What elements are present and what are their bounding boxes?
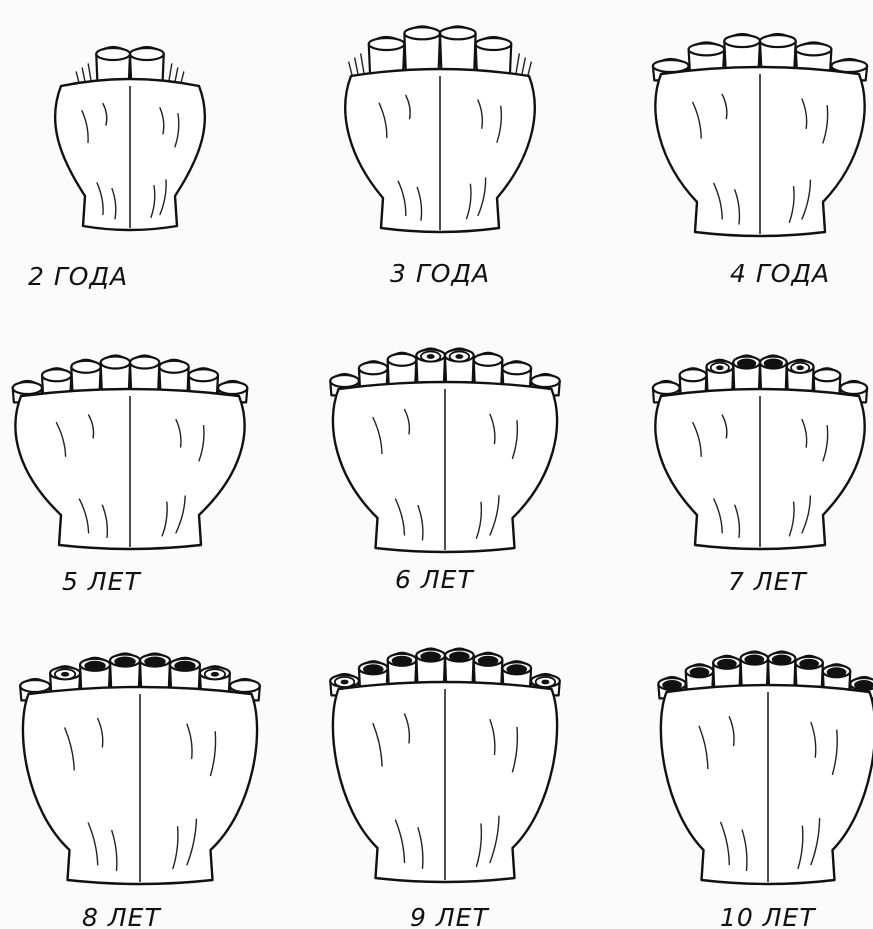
incisor-panel-6 — [653, 356, 867, 549]
dental-cup-dark — [84, 661, 106, 671]
incisor-panel-7 — [20, 654, 260, 884]
dental-cup-dark — [144, 657, 166, 667]
caption-panel-1: 2 ГОДА — [28, 262, 128, 291]
incisor-tooth — [733, 356, 760, 393]
caption-panel-8: 9 ЛЕТ — [410, 903, 489, 929]
incisor-tooth — [416, 349, 445, 386]
dental-cup-dark — [114, 657, 136, 667]
incisor-panel-3 — [653, 34, 867, 236]
incisor-tooth — [130, 356, 159, 393]
dental-cup-dark — [799, 659, 819, 669]
dental-cup-dark — [737, 359, 756, 369]
incisor-tooth — [741, 652, 768, 689]
incisor-panel-2 — [345, 26, 534, 232]
dental-cup-dark — [506, 664, 527, 674]
incisor-tooth — [445, 649, 474, 686]
incisor-tooth — [445, 349, 474, 386]
caption-panel-5: 6 ЛЕТ — [395, 565, 474, 594]
jaw-outline — [661, 685, 873, 884]
dental-cup-dark — [420, 652, 441, 662]
incisor-panel-8 — [330, 649, 560, 882]
caption-panel-3: 4 ГОДА — [730, 259, 830, 288]
incisor-panel-5 — [330, 349, 560, 552]
dental-cup-dark — [363, 664, 384, 674]
dental-cup-dark — [744, 655, 764, 665]
incisor-tooth — [110, 654, 140, 691]
dental-cup-dark — [827, 667, 847, 677]
caption-panel-9: 10 ЛЕТ — [720, 903, 816, 929]
caption-panel-7: 8 ЛЕТ — [82, 903, 161, 929]
incisor-tooth — [440, 26, 476, 72]
dental-cup-dark — [717, 659, 737, 669]
incisor-panel-4 — [13, 356, 248, 549]
dental-cup-dark — [662, 680, 682, 690]
incisor-tooth — [404, 26, 440, 72]
dental-cup-dark — [854, 680, 873, 690]
dental-cup-dark — [449, 652, 470, 662]
panels-layer — [13, 26, 873, 884]
dental-cup-dark — [174, 661, 196, 671]
incisor-tooth — [760, 34, 796, 70]
incisor-panel-1 — [55, 47, 205, 230]
caption-panel-4: 5 ЛЕТ — [62, 567, 141, 596]
incisor-tooth — [101, 356, 130, 393]
dental-cup-dark — [690, 667, 710, 677]
incisor-tooth — [416, 649, 445, 686]
incisor-panel-9 — [658, 652, 873, 884]
dental-cup-dark — [478, 656, 499, 666]
caption-panel-6: 7 ЛЕТ — [728, 567, 807, 596]
dental-cup-dark — [392, 656, 413, 666]
dental-cup-dark — [764, 359, 783, 369]
dental-cup-dark — [772, 655, 792, 665]
incisor-tooth — [724, 34, 760, 70]
incisor-tooth — [760, 356, 787, 393]
incisor-tooth — [768, 652, 795, 689]
caption-panel-2: 3 ГОДА — [390, 259, 490, 288]
incisor-tooth — [140, 654, 170, 691]
